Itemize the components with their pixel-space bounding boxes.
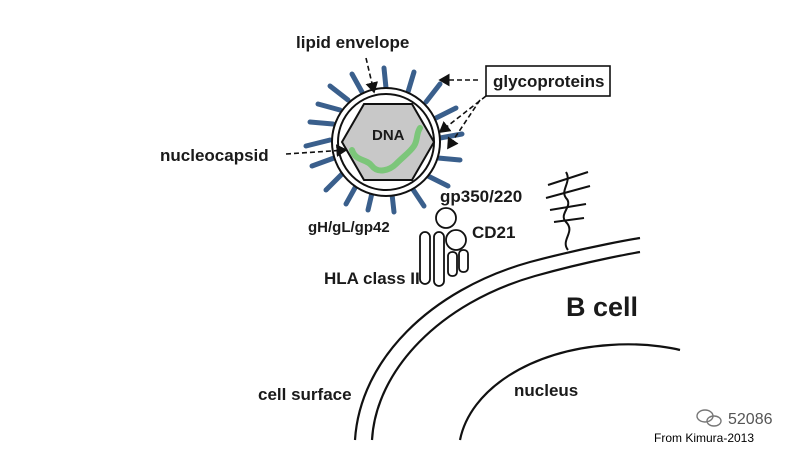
- glycoproteins-box: [485, 65, 611, 97]
- gh-gl-gp42-label: gH/gL/gp42: [308, 219, 390, 236]
- nucleus-membrane: [458, 343, 681, 441]
- gp350-label: gp350/220: [440, 187, 522, 206]
- glycoproteins-label: glycoproteins: [493, 72, 604, 91]
- glycoprotein-spikes: [303, 65, 465, 215]
- nucleus-label: nucleus: [514, 381, 578, 400]
- gp350-knobs: [435, 207, 457, 229]
- label-arrows: [285, 57, 487, 158]
- dna-label: DNA: [372, 127, 405, 144]
- hla-class-ii-label: HLA class II: [324, 269, 420, 288]
- watermark: 52086: [696, 409, 773, 428]
- watermark-text: 52086: [728, 411, 773, 428]
- cell-membrane: [353, 236, 641, 441]
- chat-bubble-icon: [696, 409, 722, 427]
- nucleocapsid-label: nucleocapsid: [160, 146, 269, 165]
- source-credit: From Kimura-2013: [654, 431, 754, 445]
- membrane-receptor: [545, 171, 591, 251]
- cd21-label: CD21: [472, 223, 515, 242]
- dna-strand: [349, 125, 423, 174]
- b-cell-label: B cell: [566, 292, 638, 322]
- hla-class-ii-receptor: [419, 231, 445, 287]
- cd21-receptor: [445, 229, 469, 277]
- lipid-envelope-label: lipid envelope: [296, 33, 409, 52]
- cell-surface-label: cell surface: [258, 385, 352, 404]
- virus-particle: DNA: [303, 65, 465, 215]
